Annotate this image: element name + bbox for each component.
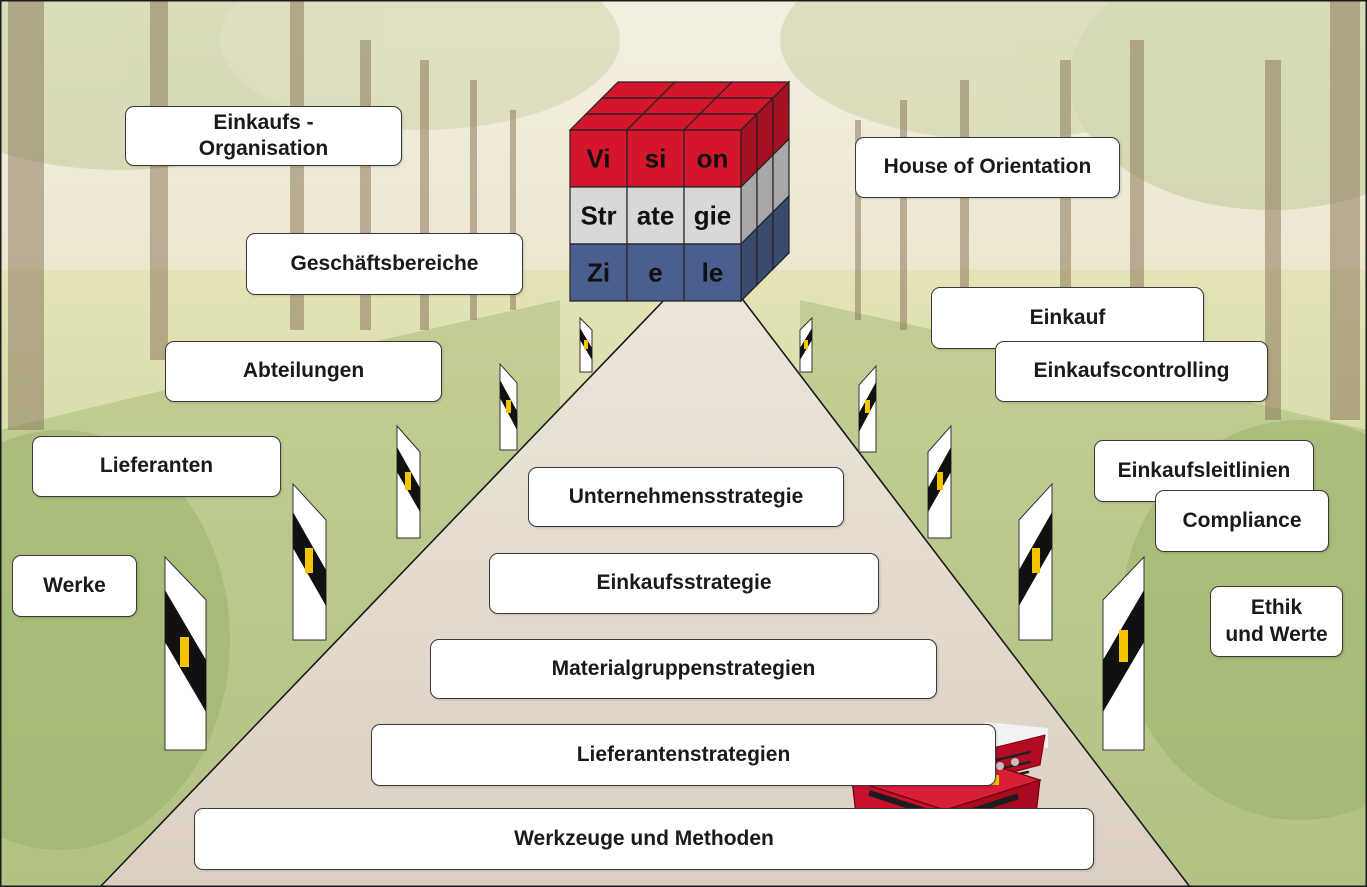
unternehmensstrategie-label: Unternehmensstrategie: [528, 467, 844, 527]
house-of-orientation-label: House of Orientation: [855, 137, 1120, 198]
road-marker-post-icon: [579, 316, 593, 373]
cube-front-face-ziele: [683, 243, 742, 302]
road-marker-post-icon: [858, 364, 877, 453]
road-marker-post-icon: [1102, 555, 1145, 751]
road-marker-post-icon: [164, 555, 207, 751]
road-marker-post-icon: [799, 316, 813, 373]
geschaeftsbereiche-label: Geschäftsbereiche: [246, 233, 523, 295]
werke-label: Werke: [12, 555, 137, 617]
materialgruppenstrategien-label: Materialgruppenstrategien: [430, 639, 937, 699]
ethik-und-werte-label: Ethik und Werte: [1210, 586, 1343, 657]
cube-syllable-strategie: gie: [694, 201, 732, 231]
werkzeuge-und-methoden-label: Werkzeuge und Methoden: [194, 808, 1094, 870]
einkaufscontrolling-label: Einkaufscontrolling: [995, 341, 1268, 402]
road-marker-post-icon: [499, 362, 518, 451]
lieferanten-label: Lieferanten: [32, 436, 281, 497]
cube-syllable-strategie: ate: [637, 201, 675, 231]
road-marker-post-icon: [292, 482, 327, 641]
cube-syllable-strategie: Str: [580, 201, 616, 231]
cube-syllable-vision: si: [645, 144, 667, 174]
road-marker-post-icon: [1018, 482, 1053, 641]
einkaufs-organisation-label: Einkaufs - Organisation: [125, 106, 402, 166]
einkauf-label: Einkauf: [931, 287, 1204, 349]
abteilungen-label: Abteilungen: [165, 341, 442, 402]
einkaufsstrategie-label: Einkaufsstrategie: [489, 553, 879, 614]
cube-syllable-vision: on: [697, 144, 729, 174]
compliance-label: Compliance: [1155, 490, 1329, 552]
lieferantenstrategien-label: Lieferantenstrategien: [371, 724, 996, 786]
cube-syllable-ziele: e: [648, 258, 662, 288]
cube-syllable-ziele: Zi: [587, 258, 610, 288]
road-marker-post-icon: [927, 424, 952, 539]
cube-syllable-ziele: le: [702, 258, 724, 288]
cube-side-face: [772, 194, 790, 271]
cube-syllable-vision: Vi: [586, 144, 610, 174]
road-marker-post-icon: [396, 424, 421, 539]
